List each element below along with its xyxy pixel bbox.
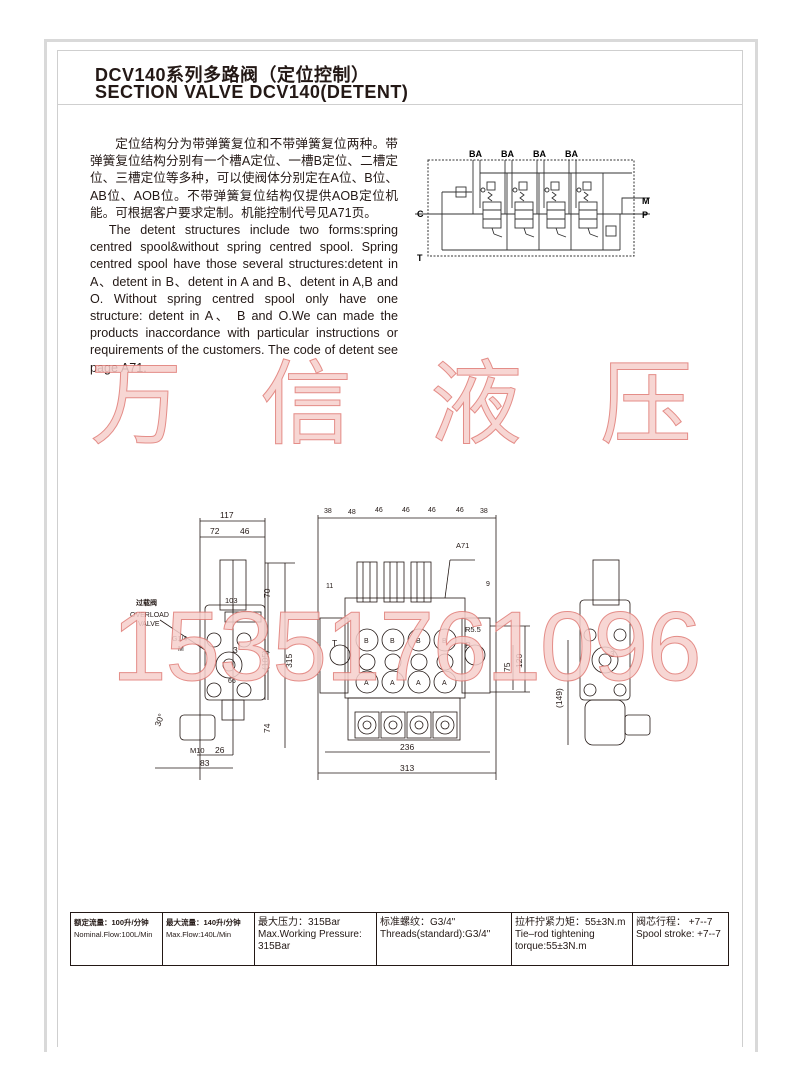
dim-46: 46 [240,526,250,536]
dim-83: 83 [200,758,210,768]
port-label-ba-3: BA [533,149,546,159]
port-g14: G1/4 [172,636,187,643]
overload-valve-cn: 过载阀 [136,598,157,607]
dim-11: 11 [326,583,333,590]
dim-top-6: 46 [456,507,464,514]
overload-valve-en1: OVERLOAD [130,612,169,619]
port-t: T [332,638,337,648]
port-b-3: B [416,638,421,645]
header-divider [57,104,742,105]
port-a-3: A [416,680,421,687]
dim-74: 74 [262,723,272,733]
port-a-4: A [442,680,447,687]
thread-m10: M10 [190,746,205,755]
dim-top-2: 48 [348,509,356,516]
dim-117: 117 [220,510,234,520]
port-label-m: M [642,196,650,206]
dim-72: 72 [210,526,220,536]
dim-236: 236 [400,742,414,752]
dim-30deg: 30° [152,712,166,728]
port-m: M [178,646,184,653]
port-label-ba-1: BA [469,149,482,159]
port-b-1: B [364,638,369,645]
dim-66: 66 [228,678,236,685]
port-label-ba-2: BA [501,149,514,159]
dim-top-4: 46 [402,507,410,514]
port-p: P [465,640,471,650]
page-frame [44,39,758,1052]
title-chinese: DCV140系列多路阀（定位控制） [95,65,370,85]
port-b-2: B [390,638,395,645]
hydraulic-schematic: BA BA BA BA C T M P [415,149,650,263]
description-english: The detent structures include two forms:… [90,223,398,375]
dim-26: 26 [215,745,225,755]
port-a-1: A [364,680,369,687]
dim-313: 313 [400,763,414,773]
dim-103: 103 [225,596,238,605]
dim-120: 120 [514,654,524,668]
dim-70: 70 [262,588,272,598]
dim-top-5: 46 [428,507,436,514]
title-english: SECTION VALVE DCV140(DETENT) [95,82,409,102]
dim-top-3: 46 [375,507,383,514]
port-label-ba-4: BA [565,149,578,159]
page-inner-frame [57,50,743,1047]
dim-105: (105) [260,650,270,670]
dim-top-7: 38 [480,508,488,515]
description: 定位结构分为带弹簧复位和不带弹簧复位两种。带弹簧复位结构分别有一个槽A定位、一槽… [90,136,398,377]
dim-75: 75 [502,662,512,672]
port-label-c: C [417,209,424,219]
dim-top-1: 38 [324,508,332,515]
port-b-4: B [442,638,447,645]
dim-r55: R5.5 [465,625,481,634]
port-a-2: A [390,680,395,687]
port-label-p: P [642,210,648,220]
spec-threads: 标准螺纹：G3/4"Threads(standard):G3/4" [377,913,512,965]
description-chinese: 定位结构分为带弹簧复位和不带弹簧复位两种。带弹簧复位结构分别有一个槽A定位、一槽… [90,137,398,220]
dim-3-right: 3 [610,649,615,659]
dim-315: 315 [284,654,294,668]
overload-valve-en2: VALVE [138,621,160,628]
dim-9: 9 [486,581,490,588]
dimension-drawing: 117 72 46 103 70 (105) 315 74 3 66 30° M… [130,507,651,780]
dim-149: (149) [554,688,564,708]
ref-a71: A71 [456,541,469,550]
port-label-t: T [417,253,423,263]
dim-3-left: 3 [233,645,238,655]
